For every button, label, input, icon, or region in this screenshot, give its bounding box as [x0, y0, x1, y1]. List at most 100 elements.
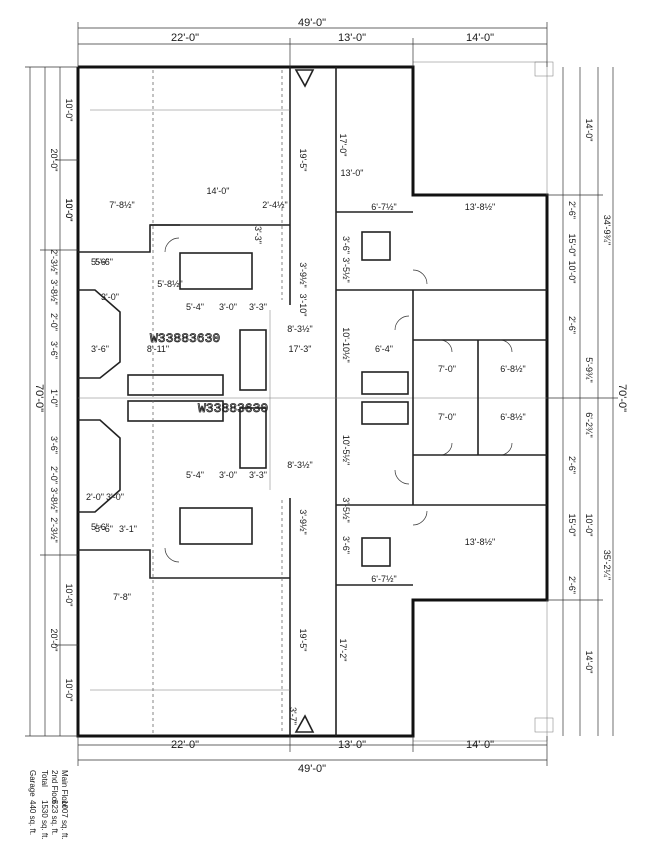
dim-right-3: 15'-0": [567, 234, 577, 257]
dim-left-17: 10'-0": [64, 679, 74, 702]
dim-int-top-24: 6'-4": [375, 344, 393, 354]
dim-int-top-2: 10'-0": [64, 199, 74, 222]
dim-right-14: 14'-0": [584, 651, 594, 674]
beam-lines: [90, 70, 290, 733]
dim-int-top-10: 3'-6": [341, 236, 351, 254]
dim-bottom-seg3: 14'-0": [466, 739, 494, 751]
dim-int-top-21: 8'-3½": [287, 324, 312, 334]
dim-left-0: 10'-0": [64, 99, 74, 122]
dim-bottom-seg1: 22'-0": [171, 739, 199, 751]
dim-int-bot-4: 3'-0": [219, 470, 237, 480]
dim-int-bot-19: 3'-7": [288, 707, 298, 725]
dim-int-top-6: 17'-0": [338, 134, 348, 157]
dim-int-bot-11: 3'-9½": [298, 509, 308, 534]
dim-right-11: 10'-0": [584, 514, 594, 537]
dim-right-9: 2'-6": [567, 456, 577, 474]
dim-int-bot-18: 17'-2": [338, 639, 348, 662]
dim-int-bot-8: 3'-6": [341, 536, 351, 554]
dim-int-top-8: 6'-7½": [371, 202, 396, 212]
dim-int-bot-2: 10'-5½": [341, 435, 351, 465]
legend-label-2: Total: [40, 770, 49, 787]
dim-bottom-seg2: 13'-0": [338, 739, 366, 751]
legend-value-1: 523 sq. ft.: [50, 800, 59, 835]
overlap-label-top: W33883630: [150, 331, 220, 346]
dim-left-2: 10'-0": [64, 199, 74, 222]
dim-right-10: 15'-0": [567, 514, 577, 537]
dim-int-bot-6: 8'-3½": [287, 460, 312, 470]
dim-left-10: 3'-6": [49, 436, 59, 454]
dim-int-top-22: 17'-3": [289, 344, 312, 354]
dim-int-bot-0: 7'-0": [438, 412, 456, 422]
door-swings: [164, 237, 513, 563]
dim-int-bot-3: 5'-4": [186, 470, 204, 480]
dim-int-top-17: 5'-4": [186, 302, 204, 312]
legend-value-2: 1530 sq. ft.: [40, 800, 49, 840]
dim-right-2: 2'-6": [567, 201, 577, 219]
dim-top-seg2: 13'-0": [338, 32, 366, 44]
legend-label-1: 2nd Floor: [50, 770, 59, 804]
dim-left-12: 3'-8½": [49, 487, 59, 512]
dim-int-bot-10: 6'-7½": [371, 574, 396, 584]
dim-left-3: 5'-6": [91, 257, 109, 267]
dim-int-bot-1: 6'-8½": [500, 412, 525, 422]
dim-int-bot-9: 13'-8½": [465, 537, 495, 547]
dim-right-13: 2'-6": [567, 576, 577, 594]
dim-int-top-20: 8'-11": [147, 344, 169, 354]
dim-int-top-19: 3'-3": [249, 302, 267, 312]
dim-int-top-16: 3'-10": [298, 294, 308, 317]
dim-int-top-0: 14'-0": [207, 186, 230, 196]
dim-int-bot-14: 5'-6": [95, 524, 113, 534]
dim-top-overall: 49'-0": [298, 17, 326, 29]
dim-int-top-9: 13'-8½": [465, 202, 495, 212]
interior-walls: [78, 67, 547, 736]
dim-int-top-7: 13'-0": [341, 168, 364, 178]
dim-left-14: 5'-6": [91, 522, 109, 532]
dim-int-top-18: 3'-0": [219, 302, 237, 312]
dim-left-13: 2'-3½": [49, 517, 59, 542]
dim-int-top-13: 3'-0": [101, 292, 119, 302]
dim-int-top-1: 7'-8½": [109, 200, 134, 210]
dim-top-seg1: 22'-0": [171, 32, 199, 44]
dim-left-8: 70'-0": [33, 384, 45, 412]
dim-int-top-11: 3'-5½": [341, 257, 351, 282]
dim-int-bot-12: 2'-0": [86, 492, 104, 502]
dim-left-1: 20'-0": [49, 149, 59, 172]
dim-left-4: 2'-3½": [49, 249, 59, 274]
area-legend: Main Floor 2nd Floor Total Garage 1007 s…: [28, 770, 69, 840]
dim-int-bot-17: 19'-5": [298, 629, 308, 652]
dim-int-top-3: 3'-3": [253, 226, 263, 244]
legend-value-0: 1007 sq. ft.: [60, 800, 69, 840]
dim-right-0: 14'-0": [584, 119, 594, 142]
dim-left-5: 3'-8½": [49, 279, 59, 304]
dim-right-12: 35'-2¼": [602, 550, 612, 580]
dim-int-bot-16: 7'-8": [113, 592, 131, 602]
legend-label-3: Garage: [28, 770, 37, 797]
dim-left-16: 20'-0": [49, 629, 59, 652]
dim-left-7: 3'-6": [49, 341, 59, 359]
dim-int-top-25: 7'-0": [438, 364, 456, 374]
dim-right-6: 5'-9¾": [584, 357, 594, 382]
dim-left-11: 2'-0": [49, 466, 59, 484]
dim-right-1: 34'-9¾": [602, 215, 612, 245]
dim-int-top-27: 3'-6": [91, 344, 109, 354]
dim-int-top-26: 6'-8½": [500, 364, 525, 374]
overlap-label-mid: W33883630: [198, 401, 268, 416]
dim-left-9: 1'-0": [49, 389, 59, 407]
dim-right-4: 10'-0": [567, 261, 577, 284]
dim-left-6: 2'-0": [49, 313, 59, 331]
dim-int-top-23: 10'-10½": [341, 327, 351, 362]
legend-label-0: Main Floor: [60, 770, 69, 808]
dim-int-top-15: 3'-9½": [298, 262, 308, 287]
dim-left-15: 10'-0": [64, 584, 74, 607]
dim-right-8: 6'-2¾": [584, 412, 594, 437]
dim-bottom-overall: 49'-0": [298, 763, 326, 775]
dim-right-5: 2'-6": [567, 316, 577, 334]
dim-top-seg3: 14'-0": [466, 32, 494, 44]
dim-int-top-12: 5'-6": [95, 257, 113, 267]
legend-value-3: 440 sq. ft.: [28, 800, 37, 835]
dim-right-7: 70'-0": [616, 384, 628, 412]
dim-int-bot-7: 3'-5½": [341, 497, 351, 522]
dim-int-top-14: 5'-8½": [157, 279, 182, 289]
dim-int-bot-13: 3'-0": [106, 492, 124, 502]
